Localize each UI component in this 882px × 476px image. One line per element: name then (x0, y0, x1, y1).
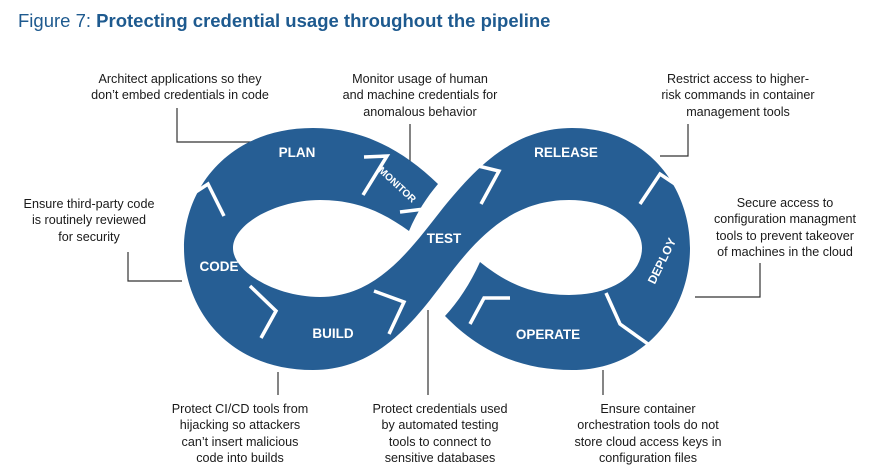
figure-number: Figure 7: (18, 10, 97, 31)
annotation-monitor-line: and machine credentials for (342, 88, 498, 103)
annotation-plan: Architect applications so they don’t emb… (60, 71, 300, 104)
leader-line-plan (176, 108, 268, 143)
annotation-operate-line: Ensure container (600, 402, 696, 416)
annotation-code-line: is routinely reviewed (31, 213, 147, 228)
stage-label-plan: PLAN (279, 145, 316, 160)
annotation-plan-line: Architect applications so they (98, 72, 262, 86)
annotation-operate: Ensure container orchestration tools do … (548, 401, 748, 466)
separator-deploy-operate (604, 292, 650, 346)
annotation-deploy-line: Secure access to (736, 196, 834, 210)
annotation-release-line: Restrict access to higher- (666, 72, 810, 86)
figure-title: Figure 7: Protecting credential usage th… (18, 10, 550, 32)
stage-label-code: CODE (199, 259, 238, 274)
infinity-loop (184, 128, 690, 370)
annotation-test-line: sensitive databases (384, 450, 496, 465)
annotation-deploy-line: tools to prevent takeover (716, 228, 854, 243)
annotation-test-line: Protect credentials used (372, 402, 508, 416)
annotation-operate-line: store cloud access keys in (574, 434, 722, 449)
annotation-build-line: hijacking so attackers (179, 418, 301, 433)
stage-label-build: BUILD (312, 326, 353, 341)
annotation-code: Ensure third-party code is routinely rev… (4, 196, 174, 245)
annotation-build-line: code into builds (196, 450, 284, 465)
stage-label-operate: OPERATE (516, 327, 580, 342)
separator-monitor-test (399, 205, 436, 231)
annotation-plan-line: don’t embed credentials in code (91, 88, 269, 103)
annotation-deploy: Secure access to configuration managment… (690, 195, 880, 260)
stage-label-release: RELEASE (534, 145, 598, 160)
separator-plan-monitor (361, 154, 391, 196)
figure-title-text: Protecting credential usage throughout t… (96, 10, 551, 31)
annotation-release-line: management tools (686, 104, 790, 119)
annotation-monitor-line: Monitor usage of human (352, 72, 488, 86)
annotation-build-line: can’t insert malicious (181, 434, 299, 449)
separator-operate-test (468, 296, 510, 325)
annotation-deploy-line: of machines in the cloud (717, 244, 853, 259)
annotation-operate-line: configuration files (598, 450, 697, 465)
leader-line-deploy (695, 263, 761, 298)
separator-build-test (373, 289, 407, 335)
annotation-release-line: risk commands in container (661, 88, 815, 103)
annotation-build: Protect CI/CD tools from hijacking so at… (150, 401, 330, 466)
separator-plan-code (187, 181, 226, 217)
annotation-test-line: by automated testing (381, 418, 499, 433)
leader-line-code (127, 252, 182, 282)
annotation-test: Protect credentials used by automated te… (350, 401, 530, 466)
stage-separators (187, 154, 682, 346)
annotation-monitor: Monitor usage of human and machine crede… (330, 71, 510, 120)
annotation-operate-line: orchestration tools do not (577, 418, 719, 433)
annotation-release: Restrict access to higher- risk commands… (628, 71, 848, 120)
annotation-code-line: for security (58, 229, 120, 244)
separator-code-build (248, 284, 279, 339)
annotation-monitor-line: anomalous behavior (363, 104, 477, 119)
annotation-code-line: Ensure third-party code (23, 197, 155, 211)
infinity-band (184, 128, 690, 370)
annotation-deploy-line: configuration managment (713, 212, 857, 227)
separator-test-release (469, 162, 502, 205)
stage-label-test: TEST (427, 231, 462, 246)
leader-line-release (660, 124, 689, 157)
separator-release-deploy (638, 171, 682, 205)
annotation-build-line: Protect CI/CD tools from (171, 402, 309, 416)
annotation-test-line: tools to connect to (388, 434, 492, 449)
